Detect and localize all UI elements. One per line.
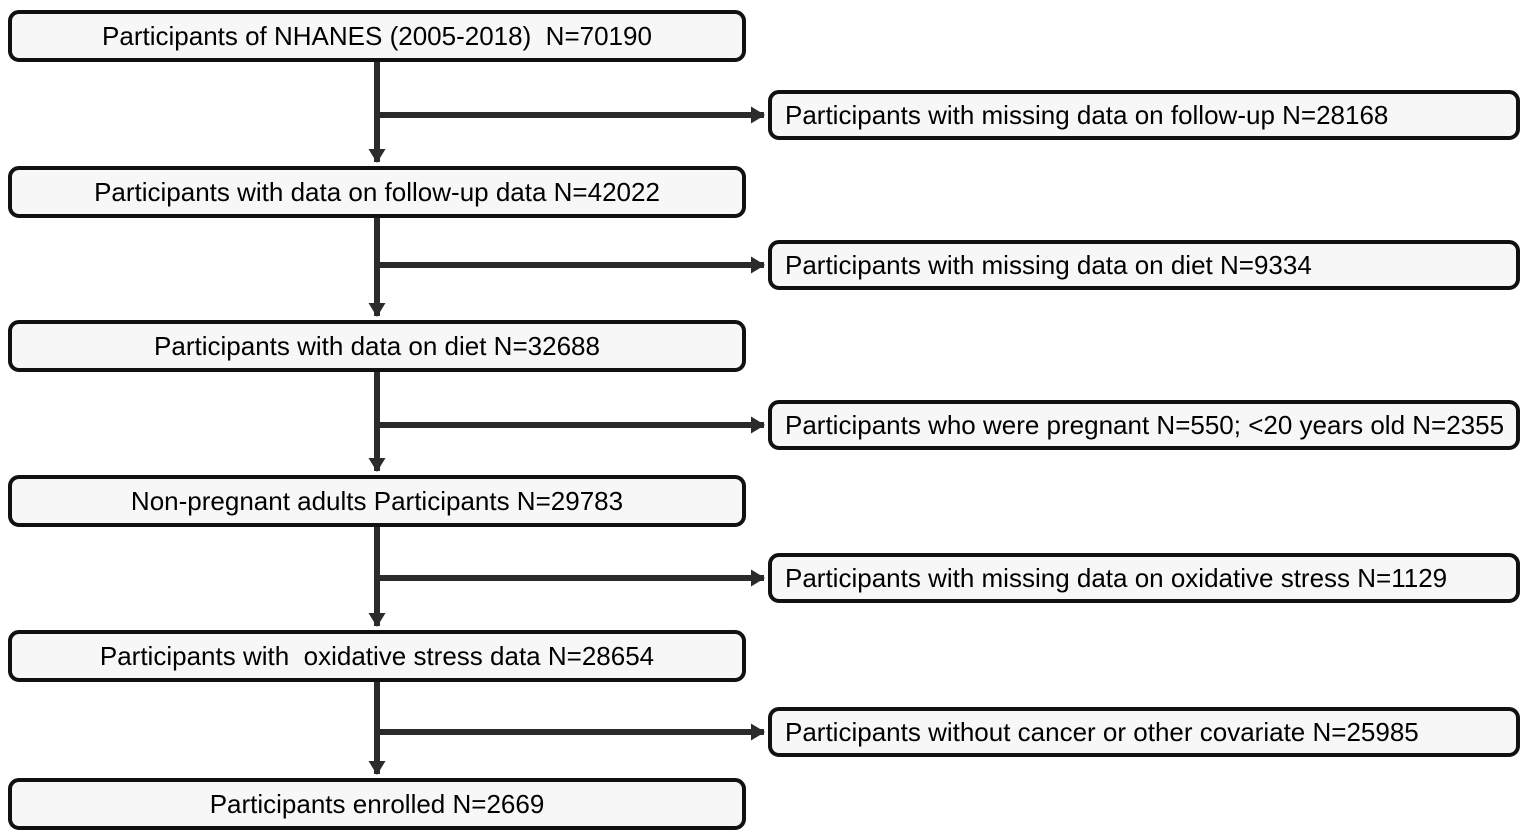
- flow-box-nhanes-total: Participants of NHANES (2005-2018) N=701…: [8, 10, 746, 62]
- flow-box-oxidative-stress-data: Participants with oxidative stress data …: [8, 630, 746, 682]
- flow-box-label: Participants without cancer or other cov…: [785, 717, 1419, 747]
- flow-box-excl-cancer-covariate: Participants without cancer or other cov…: [768, 707, 1520, 757]
- flow-box-label: Participants with data on follow-up data…: [94, 177, 660, 207]
- flow-box-excl-pregnant-young: Participants who were pregnant N=550; <2…: [768, 400, 1520, 450]
- flow-box-label: Participants who were pregnant N=550; <2…: [785, 410, 1505, 440]
- flow-box-excl-missing-followup: Participants with missing data on follow…: [768, 90, 1520, 140]
- flow-box-label: Participants of NHANES (2005-2018) N=701…: [102, 21, 652, 51]
- flow-box-excl-missing-oxidative: Participants with missing data on oxidat…: [768, 553, 1520, 603]
- flow-box-label: Non-pregnant adults Participants N=29783: [130, 486, 624, 516]
- flow-box-followup-data: Participants with data on follow-up data…: [8, 166, 746, 218]
- flow-box-excl-missing-diet: Participants with missing data on diet N…: [768, 240, 1520, 290]
- flow-box-diet-data: Participants with data on diet N=32688: [8, 320, 746, 372]
- flow-box-label: Participants with missing data on oxidat…: [785, 563, 1448, 593]
- flow-box-label: Participants enrolled N=2669: [209, 789, 545, 819]
- flow-box-label: Participants with missing data on diet N…: [785, 250, 1312, 280]
- flow-box-label: Participants with missing data on follow…: [785, 100, 1389, 130]
- flow-box-label: Participants with oxidative stress data …: [99, 641, 655, 671]
- flow-box-label: Participants with data on diet N=32688: [154, 331, 600, 361]
- flow-box-nonpregnant-adults: Non-pregnant adults Participants N=29783: [8, 475, 746, 527]
- flow-box-enrolled: Participants enrolled N=2669: [8, 778, 746, 830]
